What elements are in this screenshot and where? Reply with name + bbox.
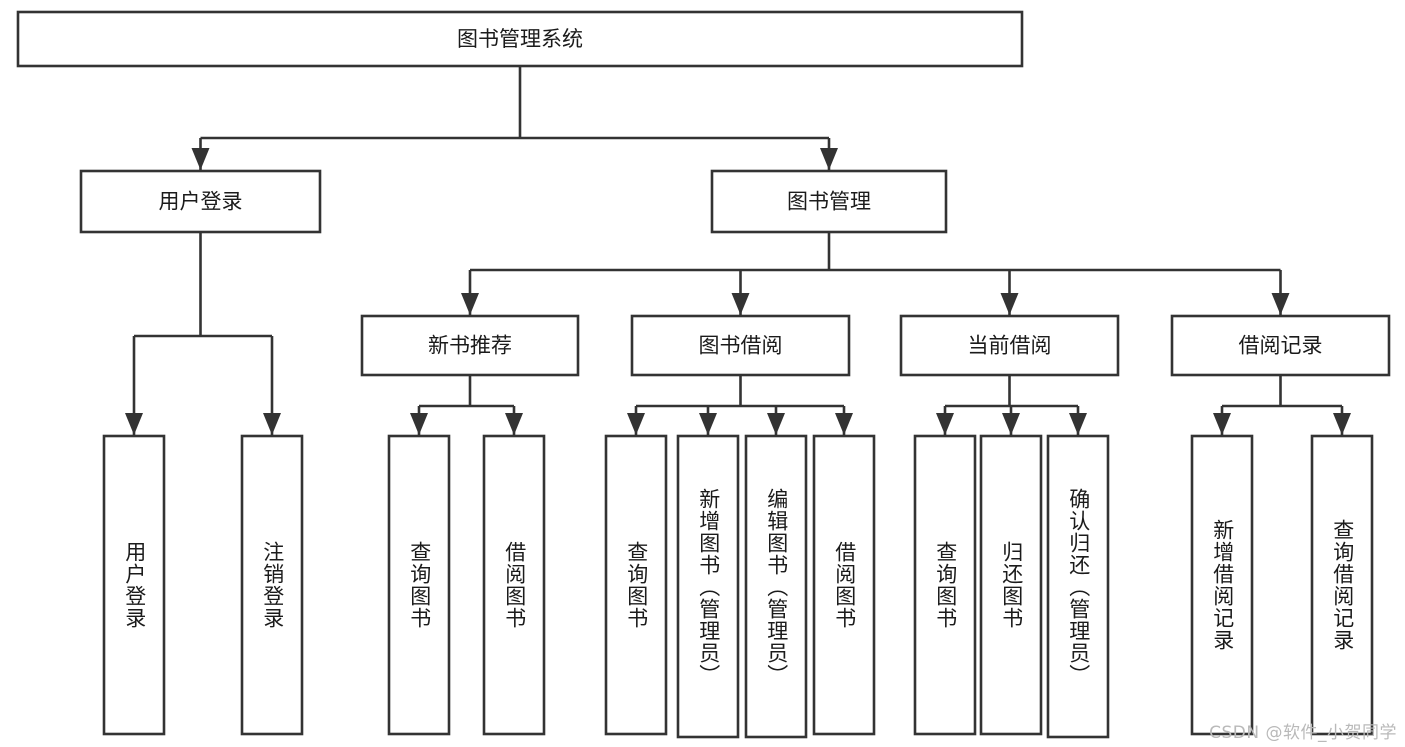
node-leaf-edit-book-admin[interactable]: [744, 434, 808, 739]
node-box-book-borrow: [630, 314, 851, 377]
node-box-book-manage: [710, 169, 948, 234]
node-box-new-book-recommend: [360, 314, 580, 377]
node-box-leaf-add-borrow-record: [1190, 434, 1254, 736]
node-leaf-user-logout[interactable]: [240, 434, 304, 736]
edge-bookmanage-arrow-1: [731, 293, 750, 315]
watermark: CSDN @软件_小贺同学: [1209, 723, 1397, 743]
edge-book-borrow-arrow-1: [699, 413, 717, 435]
node-box-root: [16, 10, 1024, 68]
edge-current-borrow-arrow-1: [1002, 413, 1020, 435]
edge-borrow-record-arrow-1: [1333, 413, 1351, 435]
node-book-borrow[interactable]: [630, 314, 851, 377]
node-user-login[interactable]: [79, 169, 322, 234]
edge-root-arrow-1: [820, 148, 838, 170]
node-box-leaf-query-book-3: [913, 434, 977, 736]
node-label-new-book-recommend: 新书推荐: [428, 334, 512, 358]
edge-new-book-recommend-arrow-1: [505, 413, 523, 435]
node-label-book-manage: 图书管理: [787, 190, 871, 214]
edge-borrow-record-arrow-0: [1213, 413, 1231, 435]
edge-book-borrow-arrow-0: [627, 413, 645, 435]
node-leaf-return-book[interactable]: [979, 434, 1043, 736]
node-box-leaf-user-login: [102, 434, 166, 736]
edge-userlogin-arrow-0: [125, 413, 143, 435]
node-box-leaf-query-borrow-record: [1310, 434, 1374, 736]
node-leaf-query-book-3[interactable]: [913, 434, 977, 736]
node-leaf-borrow-book-1[interactable]: [482, 434, 546, 736]
node-label-root: 图书管理系统: [457, 27, 583, 51]
node-box-leaf-return-book: [979, 434, 1043, 736]
edge-current-borrow-arrow-2: [1069, 413, 1087, 435]
edges-layer: [125, 66, 1351, 435]
edge-current-borrow-arrow-0: [936, 413, 954, 435]
node-box-leaf-query-book-1: [387, 434, 451, 736]
node-leaf-borrow-book-2[interactable]: [812, 434, 876, 736]
node-leaf-query-book-2[interactable]: [604, 434, 668, 736]
edge-new-book-recommend-arrow-0: [410, 413, 428, 435]
node-current-borrow[interactable]: [899, 314, 1120, 377]
node-new-book-recommend[interactable]: [360, 314, 580, 377]
node-root[interactable]: [16, 10, 1024, 68]
edge-bookmanage-arrow-0: [461, 293, 479, 315]
node-box-leaf-edit-book-admin: [744, 434, 808, 739]
node-box-current-borrow: [899, 314, 1120, 377]
node-label-current-borrow: 当前借阅: [968, 334, 1052, 358]
node-box-leaf-confirm-return-admin: [1046, 434, 1110, 739]
node-box-leaf-add-book-admin: [676, 434, 740, 739]
node-leaf-query-borrow-record[interactable]: [1310, 434, 1374, 736]
node-box-borrow-record: [1170, 314, 1391, 377]
edge-userlogin-arrow-1: [263, 413, 281, 435]
node-box-leaf-query-book-2: [604, 434, 668, 736]
node-label-borrow-record: 借阅记录: [1239, 334, 1323, 358]
boxes-layer: [16, 10, 1391, 739]
node-leaf-add-book-admin[interactable]: [676, 434, 740, 739]
edge-book-borrow-arrow-3: [835, 413, 853, 435]
node-leaf-add-borrow-record[interactable]: [1190, 434, 1254, 736]
node-leaf-query-book-1[interactable]: [387, 434, 451, 736]
node-box-leaf-borrow-book-1: [482, 434, 546, 736]
node-book-manage[interactable]: [710, 169, 948, 234]
edge-bookmanage-arrow-2: [1000, 293, 1019, 315]
node-leaf-user-login[interactable]: [102, 434, 166, 736]
node-label-book-borrow: 图书借阅: [699, 334, 783, 358]
edge-book-borrow-arrow-2: [767, 413, 785, 435]
node-box-leaf-user-logout: [240, 434, 304, 736]
node-box-user-login: [79, 169, 322, 234]
node-leaf-confirm-return-admin[interactable]: [1046, 434, 1110, 739]
node-borrow-record[interactable]: [1170, 314, 1391, 377]
node-label-user-login: 用户登录: [159, 190, 243, 214]
edge-root-arrow-0: [191, 148, 210, 170]
edge-bookmanage-arrow-3: [1271, 293, 1290, 315]
node-box-leaf-borrow-book-2: [812, 434, 876, 736]
